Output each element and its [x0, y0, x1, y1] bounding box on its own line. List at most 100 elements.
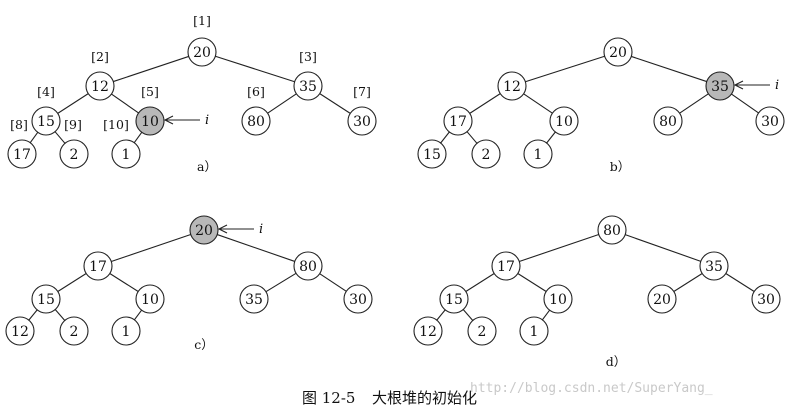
- heap-node: 17: [443, 106, 473, 136]
- heap-panels: 20[1]12[2]35[3]15[4]10[5]80[6]30[7]17[8]…: [5, 13, 785, 369]
- tree-edge: [517, 273, 547, 292]
- node-value: 15: [445, 292, 463, 308]
- heap-node: 2: [471, 139, 501, 169]
- heap-node: 12: [497, 71, 527, 101]
- node-value: 17: [89, 259, 107, 275]
- heap-node: 1: [519, 316, 549, 346]
- heap-node: 10: [549, 106, 579, 136]
- heap-node: 2: [59, 316, 89, 346]
- node-value: 35: [705, 259, 723, 275]
- heap-node: 15: [31, 284, 61, 314]
- node-value: 12: [91, 79, 109, 95]
- node-circle: [467, 316, 497, 346]
- node-value: 15: [37, 114, 55, 130]
- node-circle: [653, 106, 683, 136]
- node-value: 35: [245, 292, 263, 308]
- tree-edge: [57, 273, 87, 292]
- heap-node: 30: [755, 106, 785, 136]
- tree-edge: [215, 55, 295, 83]
- tree-edge: [440, 131, 450, 144]
- tree-edge: [217, 234, 295, 262]
- heap-node: 80: [293, 251, 323, 281]
- node-value: 30: [761, 114, 779, 130]
- node-circle: [111, 316, 141, 346]
- node-index-label: [8]: [10, 117, 28, 132]
- node-circle: [111, 139, 141, 169]
- tree-edge: [109, 273, 139, 292]
- node-circle: [549, 106, 579, 136]
- node-circle: [135, 106, 165, 136]
- tree-edge: [436, 309, 446, 321]
- node-index-label: [5]: [141, 84, 159, 99]
- tree-edge: [523, 93, 553, 114]
- heap-node: 12: [5, 316, 35, 346]
- node-circle: [491, 251, 521, 281]
- node-circle: [239, 284, 269, 314]
- node-value: 20: [609, 45, 627, 61]
- node-circle: [413, 316, 443, 346]
- pointer-label-i: i: [259, 222, 263, 237]
- tree-edge: [54, 131, 66, 144]
- node-circle: [519, 316, 549, 346]
- heap-node: 20: [647, 284, 677, 314]
- node-circle: [187, 37, 217, 67]
- node-circle: [5, 316, 35, 346]
- node-value: 17: [449, 114, 467, 130]
- heap-node: 20: [189, 215, 219, 245]
- panel-label: c）: [194, 337, 214, 352]
- node-value: 80: [247, 114, 265, 130]
- node-value: 1: [122, 147, 131, 163]
- node-circle: [755, 106, 785, 136]
- tree-edge: [57, 93, 89, 114]
- heap-node: 12: [85, 71, 115, 101]
- node-value: 20: [653, 292, 671, 308]
- heap-node: 20: [187, 37, 217, 67]
- node-circle: [7, 139, 37, 169]
- heap-node: 10: [135, 106, 165, 136]
- node-circle: [241, 106, 271, 136]
- heap-node: 2: [59, 139, 89, 169]
- heap-node: 2: [467, 316, 497, 346]
- tree-edge: [673, 273, 703, 292]
- node-value: 35: [299, 79, 317, 95]
- node-value: 2: [478, 324, 487, 340]
- node-value: 10: [549, 292, 567, 308]
- node-circle: [85, 71, 115, 101]
- node-circle: [699, 251, 729, 281]
- heap-node: 35: [239, 284, 269, 314]
- tree-edge: [113, 55, 189, 83]
- heap-node: 17: [83, 251, 113, 281]
- heap-node: 35: [293, 71, 323, 101]
- tree-edge: [319, 273, 347, 292]
- tree-edge: [466, 131, 478, 144]
- heap-node: 35: [705, 71, 735, 101]
- node-circle: [59, 316, 89, 346]
- watermark-url: http://blog.csdn.net/SuperYang_: [470, 381, 713, 396]
- node-index-label: [7]: [353, 84, 371, 99]
- tree-edge: [541, 309, 551, 321]
- heap-node: 17: [491, 251, 521, 281]
- node-circle: [603, 37, 633, 67]
- heap-node: 20: [603, 37, 633, 67]
- node-circle: [83, 251, 113, 281]
- node-circle: [705, 71, 735, 101]
- tree-edge: [525, 55, 605, 83]
- tree-edge: [679, 93, 709, 114]
- pointer-label-i: i: [205, 113, 209, 128]
- node-value: 30: [353, 114, 371, 130]
- pointer-arrow: i: [163, 113, 209, 128]
- heap-node: 17: [7, 139, 37, 169]
- heap-node: 15: [417, 139, 447, 169]
- tree-edge: [265, 272, 297, 293]
- node-value: 1: [122, 324, 131, 340]
- heap-node: 10: [135, 284, 165, 314]
- tree-edge: [725, 273, 755, 292]
- tree-edge: [29, 131, 39, 144]
- node-value: 17: [497, 259, 515, 275]
- node-value: 2: [70, 324, 79, 340]
- node-value: 1: [534, 147, 543, 163]
- node-value: 1: [530, 324, 539, 340]
- tree-edge: [133, 131, 143, 144]
- heap-node: 10: [543, 284, 573, 314]
